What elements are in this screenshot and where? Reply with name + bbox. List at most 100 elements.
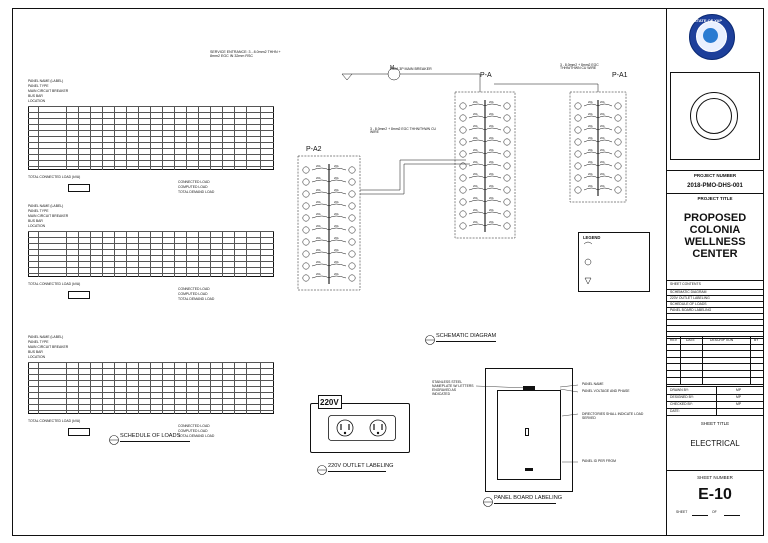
panel-pa2-breaker-label: 20A	[334, 236, 339, 240]
panel-pa2-breaker-label: 20A	[316, 212, 321, 216]
outlet-caption-group: 220V OUTLET LABELING	[316, 462, 394, 480]
panel-pa2-breaker	[311, 251, 330, 255]
panel-pa-breaker	[468, 175, 486, 179]
schedule-header-label: PANEL TYPE	[28, 84, 49, 88]
panel-pa1-breaker-label: 20A	[588, 124, 593, 128]
panel-id-note: PANEL ID PER FROM	[582, 459, 616, 463]
panel-pa1-breaker-label: 20A	[588, 184, 593, 188]
panel-pa1-enclosure	[569, 91, 627, 203]
schedule-summary-label: COMPUTED LOAD	[178, 292, 208, 296]
panel-pa2-breaker	[311, 275, 330, 279]
panel-pa1-breaker	[597, 187, 613, 191]
panel-pa-breaker-label: 20A	[489, 208, 494, 212]
schedule-header-label: PANEL TYPE	[28, 209, 49, 213]
schedule-summary-label: TOTAL CONNECTED LOAD (kVA)	[28, 175, 81, 179]
panel-pa1-breaker-label: 20A	[588, 100, 593, 104]
panel-pa2-circuit-marker	[302, 190, 310, 198]
project-number-label: PROJECT NUMBER	[693, 173, 737, 178]
panel-pa-circuit-marker	[459, 114, 467, 122]
panel-pa2-breaker	[328, 275, 347, 279]
panel-pa1-breaker-label: 20A	[588, 172, 593, 176]
panel-pa2-breaker-label: 20A	[334, 260, 339, 264]
panel-pa-breaker-label: 20A	[489, 112, 494, 116]
panel-pa1-breaker	[597, 127, 613, 131]
state-seal-logo	[689, 14, 735, 60]
panel-pa-breaker	[468, 151, 486, 155]
panel-pa-breaker	[484, 223, 502, 227]
schedule-caption-group: SCHEDULE OF LOADS	[108, 432, 190, 450]
panel-pa1-breaker-label: 20A	[600, 136, 605, 140]
feeder-a2	[360, 163, 470, 195]
panel-pa2-breaker	[328, 191, 347, 195]
panel-pa2-breaker	[328, 227, 347, 231]
sheet-count: SHEET OF	[670, 508, 760, 518]
schedule-summary-label: CONNECTED LOAD	[178, 287, 210, 291]
panel-pa1-breaker	[583, 103, 599, 107]
schedule-header-label: BUS BAR	[28, 350, 43, 354]
panel-pa-circuit-marker	[503, 162, 511, 170]
panel-pa1-circuit-marker	[574, 162, 582, 170]
panel-pa1-circuit-marker	[614, 162, 622, 170]
panel-pa2-breaker-label: 20A	[316, 224, 321, 228]
sheet-content-item: SCHEMATIC DIAGRAM	[670, 290, 707, 294]
revision-table: REV DATE DESCRIPTION BY	[666, 336, 764, 385]
panel-pa-breaker	[468, 187, 486, 191]
panel-pa2-circuit-marker	[302, 202, 310, 210]
panel-pa1-breaker	[583, 127, 599, 131]
panel-pa1-circuit-marker	[574, 186, 582, 194]
panel-pa-circuit-marker	[503, 102, 511, 110]
panel-pa-breaker	[484, 103, 502, 107]
panel-pa-breaker	[468, 139, 486, 143]
panel-pa1-circuit-marker	[574, 138, 582, 146]
panel-pa2-circuit-marker	[302, 274, 310, 282]
panel-pa-circuit-marker	[459, 150, 467, 158]
schedule-header-label: MAIN CIRCUIT BREAKER	[28, 214, 69, 218]
schedule-caption: SCHEDULE OF LOADS	[120, 433, 181, 439]
panel-pa1-breaker-label: 20A	[600, 124, 605, 128]
panel-pa-breaker-label: 20A	[489, 172, 494, 176]
main-breaker-label: 250A 3P MAIN BREAKER	[390, 67, 432, 71]
panel-pa2-circuit-marker	[348, 202, 356, 210]
panel-pa-breaker-label: 20A	[489, 220, 494, 224]
panel-pa1-breaker	[583, 115, 599, 119]
service-drop-icon	[341, 73, 353, 81]
panel-pa-circuit-marker	[459, 126, 467, 134]
panel-pa1-circuit-marker	[614, 126, 622, 134]
panel-pa2-breaker	[311, 215, 330, 219]
schedule-header-label: PANEL NAME (LABEL)	[28, 335, 64, 339]
panel-pa1-circuit-marker	[574, 102, 582, 110]
panel-pa-breaker-label: 20A	[473, 208, 478, 212]
panel-pa2-breaker-label: 20A	[316, 272, 321, 276]
panel-pa-breaker-label: 20A	[473, 196, 478, 200]
panel-pa2-breaker-label: 20A	[334, 224, 339, 228]
panel-pa2-enclosure	[297, 155, 361, 291]
panel-pa-label: P-A	[480, 72, 492, 79]
panel-pa-enclosure	[454, 91, 516, 239]
panel-pa2-breaker	[328, 167, 347, 171]
panel-pa2-label: P-A2	[306, 146, 322, 153]
panel-pa-breaker-label: 20A	[473, 100, 478, 104]
project-title-line-2: COLONIA	[689, 224, 741, 236]
legend-ground-icon	[584, 277, 592, 285]
panel-pa2-breaker-label: 20A	[334, 188, 339, 192]
schedule-header-label: BUS BAR	[28, 219, 43, 223]
outlet-caption: 220V OUTLET LABELING	[328, 463, 394, 469]
engineer-stamp-icon	[690, 92, 738, 140]
panel-pa1-breaker	[597, 175, 613, 179]
schedule-summary-label: CONNECTED LOAD	[178, 180, 210, 184]
panel-pa2-circuit-marker	[348, 178, 356, 186]
panel-pa-circuit-marker	[503, 138, 511, 146]
panel-pa1-circuit-marker	[614, 174, 622, 182]
panel-pa2-breaker-label: 20A	[316, 188, 321, 192]
seal-text: STATE OF YAP	[694, 18, 723, 23]
meter-symbol: M	[390, 65, 395, 71]
by-header: BY	[754, 338, 759, 342]
panel-pa-breaker	[484, 127, 502, 131]
schematic-caption: SCHEMATIC DIAGRAM	[436, 333, 497, 339]
panel-pa2-breaker-label: 20A	[316, 260, 321, 264]
panel-pa2-breaker-label: 20A	[316, 164, 321, 168]
panel-pa-circuit-marker	[459, 102, 467, 110]
panel-pa1-breaker	[597, 103, 613, 107]
schedule-header-label: MAIN CIRCUIT BREAKER	[28, 89, 69, 93]
